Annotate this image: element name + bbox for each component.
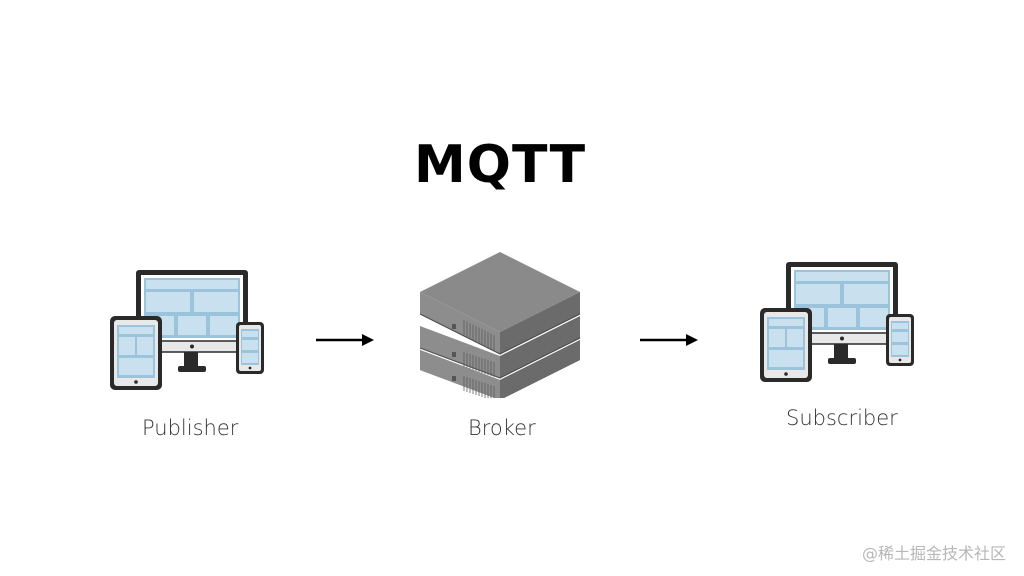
tablet-icon <box>760 308 812 382</box>
subscriber-label: Subscriber <box>786 406 898 430</box>
phone-icon <box>236 322 264 374</box>
server-unit-top <box>420 252 580 354</box>
phone-icon <box>886 314 914 366</box>
monitor-icon <box>785 262 899 364</box>
publisher-devices-icon <box>110 270 264 390</box>
watermark-text: @稀土掘金技术社区 <box>861 544 1006 563</box>
diagram-title: MQTT <box>414 135 587 195</box>
server-unit-middle <box>420 316 580 378</box>
tablet-icon <box>110 316 162 390</box>
arrow-right-icon <box>640 334 698 346</box>
broker-label: Broker <box>468 416 536 440</box>
server-unit-bottom <box>420 340 580 398</box>
publisher-label: Publisher <box>142 416 239 440</box>
broker-server-icon <box>419 252 581 398</box>
subscriber-devices-icon <box>760 262 914 382</box>
arrow-right-icon <box>316 334 374 346</box>
